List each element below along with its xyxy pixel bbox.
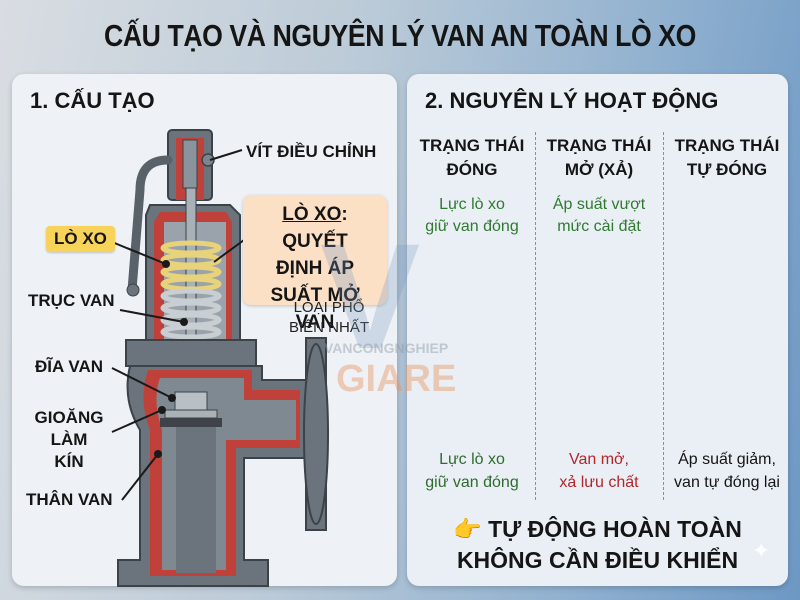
automatic-summary: 👉 TỰ ĐỘNG HOÀN TOÀN KHÔNG CẦN ĐIỀU KHIỂN [453, 516, 742, 573]
state-open-caption: Van mở, xả lưu chất [559, 451, 639, 491]
sparkle-icon: ✦ [752, 538, 771, 563]
state-open-title: TRẠNG THÁI MỞ (XẢ) [546, 136, 652, 179]
watermark-text: VANCONGNGHIEP [324, 340, 449, 356]
column-divider [663, 132, 664, 500]
label-adjust-screw: VÍT ĐIỀU CHỈNH [246, 142, 377, 161]
column-divider [535, 132, 536, 500]
label-body: THÂN VAN [26, 490, 113, 509]
state-autoclose-title: TRẠNG THÁI TỰ ĐÓNG [674, 136, 780, 179]
state-autoclose-caption: Áp suất giảm, van tự đóng lại [674, 451, 780, 491]
principle-panel: 2. NGUYÊN LÝ HOẠT ĐỘNG [407, 74, 788, 586]
principle-heading: 2. NGUYÊN LÝ HOẠT ĐỘNG [425, 88, 719, 113]
pointing-hand-icon: 👉 [453, 516, 482, 542]
state-open-subtitle: Áp suất vượt mức cài đặt [552, 196, 646, 235]
label-seal: GIOĂNG LÀM KÍN [34, 408, 104, 471]
state-closed-caption: Lực lò xo giữ van đóng [425, 451, 519, 491]
label-disc: ĐĨA VAN [35, 357, 103, 376]
state-closed-subtitle: Lực lò xo giữ van đóng [425, 196, 519, 235]
structure-heading: 1. CẤU TẠO [30, 88, 155, 113]
watermark-brand: GIARE [336, 358, 457, 400]
common-type-note: LOẠI PHỔ BIẾN NHẤT [289, 299, 370, 336]
state-closed-title: TRẠNG THÁI ĐÓNG [419, 136, 525, 179]
page-title: CẤU TẠO VÀ NGUYÊN LÝ VAN AN TOÀN LÒ XO [104, 18, 696, 53]
label-spring-tag: LÒ XO [46, 226, 115, 252]
label-stem: TRỤC VAN [28, 291, 115, 310]
spring-callout: LÒ XO: QUYẾT ĐỊNH ÁP SUẤT MỞ VAN [243, 195, 387, 333]
